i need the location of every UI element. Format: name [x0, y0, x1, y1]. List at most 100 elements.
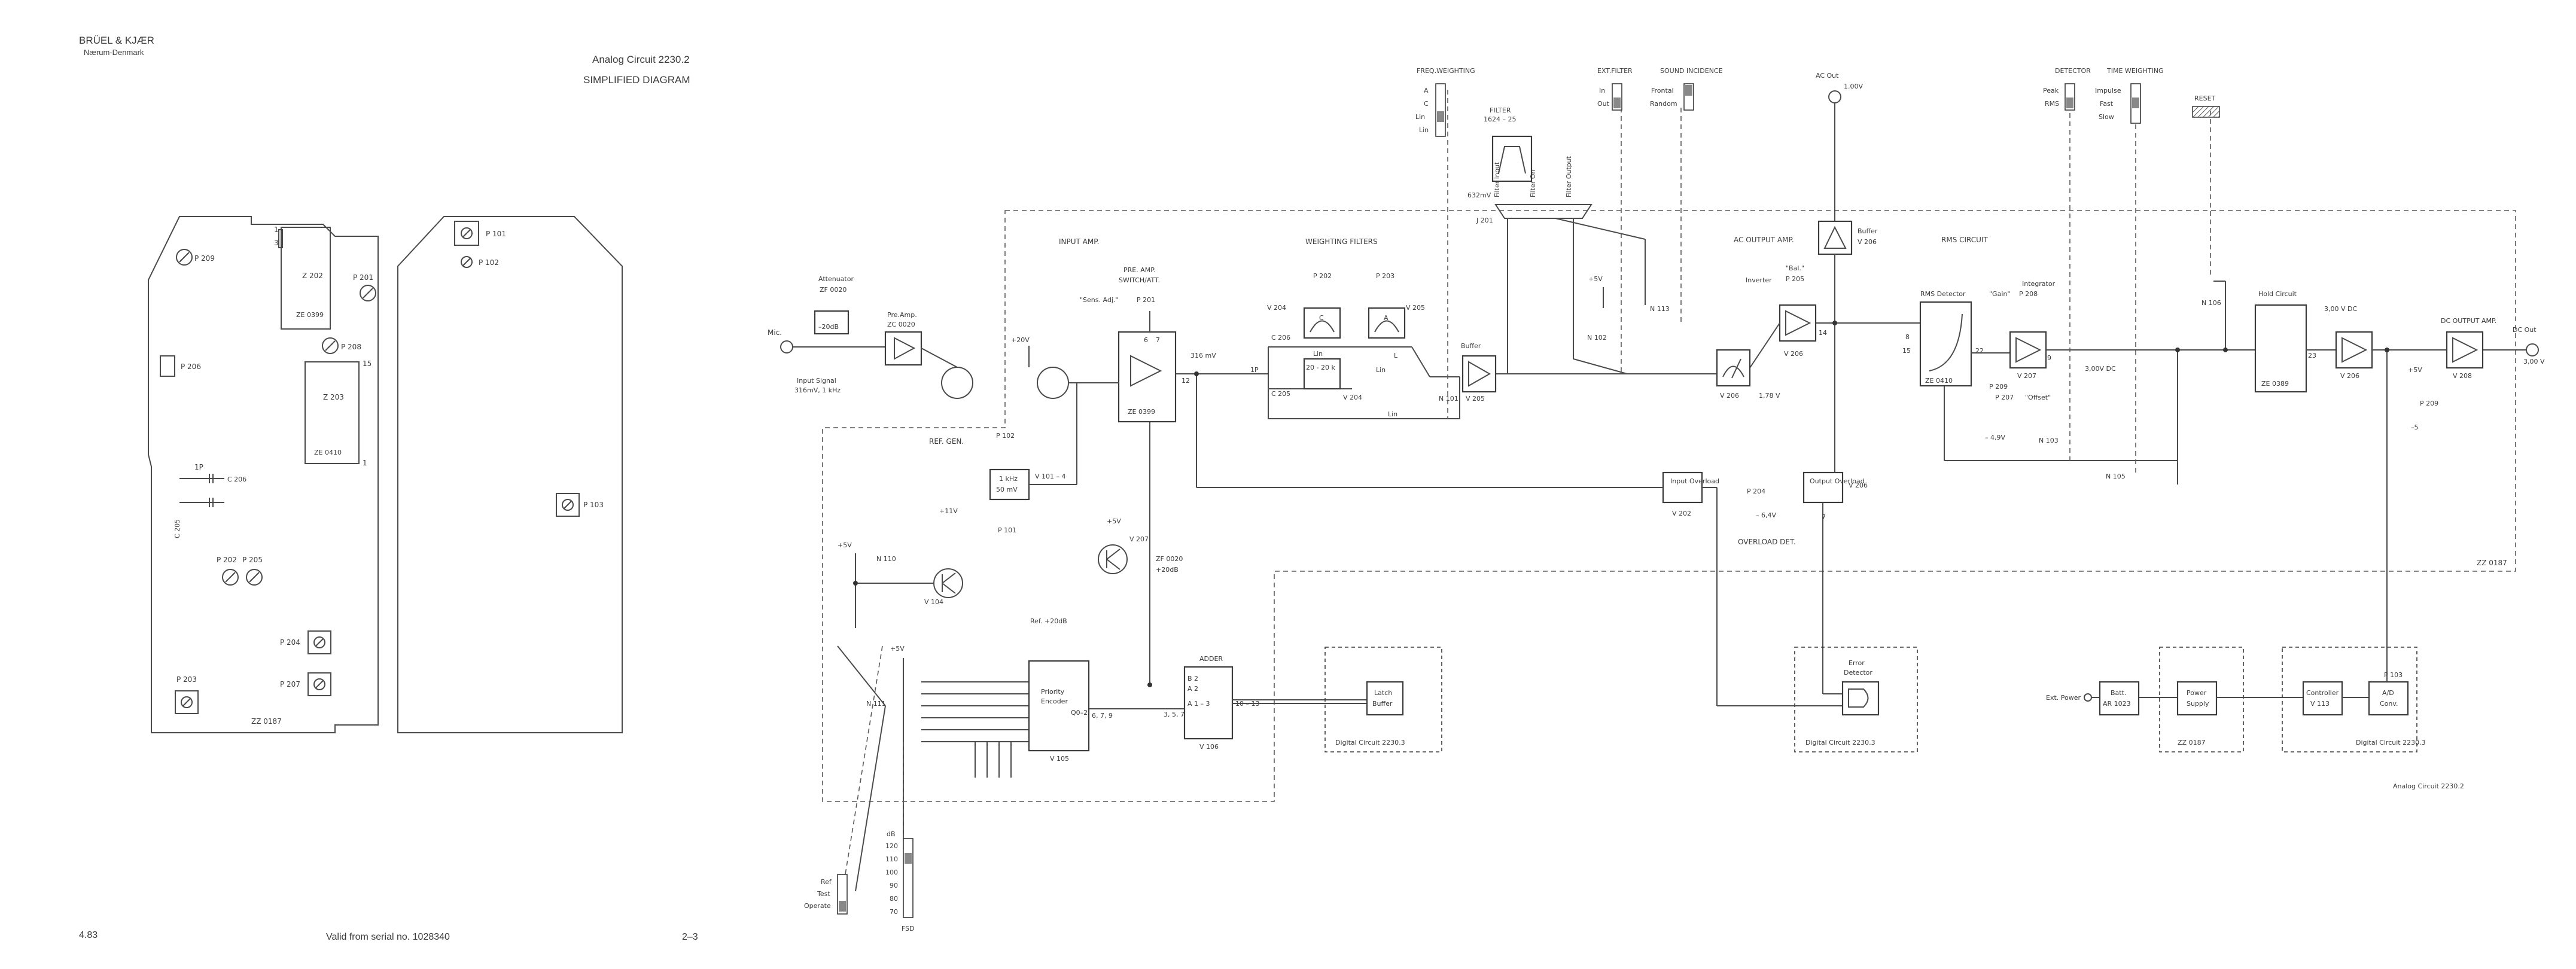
batt-part-label: AR 1023 [2103, 700, 2131, 708]
controller-label: Controller [2306, 689, 2339, 697]
filter-1624-block [1491, 135, 1533, 182]
range-level-120: 120 [885, 842, 898, 850]
ze0399-label: ZE 0399 [296, 311, 324, 319]
c206-sch-label: C 206 [1271, 334, 1290, 342]
sound-incidence-opt-random: Random [1650, 100, 1677, 108]
range-level-110: 110 [885, 855, 898, 863]
pin3-label: 3 [274, 239, 279, 247]
filter-lin-block [1303, 358, 1341, 390]
error-detector-label2: Detector [1844, 669, 1872, 677]
n111-label: N 111 [866, 700, 886, 708]
n101-label: N 101 [1439, 395, 1458, 403]
preamp-label: Pre.Amp. [887, 311, 917, 319]
error-detector-block [1841, 681, 1880, 716]
v207b-label: V 207 [1129, 535, 1149, 543]
p208-label: P 208 [341, 343, 361, 351]
ext-filter-knob[interactable] [1613, 97, 1621, 108]
range-level-90: 90 [890, 882, 898, 889]
sound-incidence-knob[interactable] [1685, 85, 1692, 96]
power-supply-label: Power [2187, 689, 2207, 697]
reset-button-face[interactable] [2192, 106, 2220, 118]
v206a-label: V 206 [1858, 238, 1877, 246]
z203-block [305, 361, 360, 464]
detector-switch[interactable]: DETECTOR Peak RMS [2043, 67, 2091, 111]
filter-range-label: 1624 – 25 [1484, 115, 1516, 123]
v202-label: V 202 [1672, 510, 1691, 517]
p203-sch-label: P 203 [1376, 272, 1394, 280]
reset-button[interactable]: RESET [2192, 95, 2220, 118]
freq-weighting-opt-c: C [1424, 100, 1429, 108]
section-ac-output-amp: AC OUTPUT AMP. [1734, 236, 1794, 244]
p205-label: P 205 [242, 556, 263, 564]
p207-sch-label: P 207 [1995, 394, 2014, 401]
controller-part-label: V 113 [2310, 700, 2330, 708]
attenuator-value: –20dB [818, 323, 839, 331]
digital-circuit-b-label: Digital Circuit 2230.3 [1805, 739, 1875, 746]
inverter-label: Inverter [1746, 276, 1772, 284]
n103-label: N 103 [2039, 437, 2059, 444]
range-level-70: 70 [890, 908, 898, 916]
c205-label: C 205 [173, 519, 181, 538]
ext-power-label: Ext. Power [2046, 694, 2081, 702]
pin15-sch-label: 15 [1902, 347, 1911, 355]
z202-block [281, 227, 331, 330]
p101-sch-label: P 101 [998, 526, 1016, 534]
hold-circuit-block [2254, 304, 2307, 393]
pin6-label: 6 [1144, 336, 1148, 344]
hold-circuit-label: Hold Circuit [2258, 290, 2297, 298]
preamp-block [884, 331, 922, 366]
freq-weighting-knob[interactable] [1437, 111, 1444, 122]
sound-incidence-title: SOUND INCIDENCE [1660, 67, 1723, 75]
freq-weighting-opt-a: A [1424, 87, 1429, 95]
footer-date: 4.83 [79, 930, 98, 940]
sound-incidence-switch[interactable]: SOUND INCIDENCE Frontal Random [1650, 67, 1723, 111]
freq-weighting-slider[interactable] [1435, 83, 1446, 137]
ref-test-switch[interactable]: Ref Test Operate [804, 874, 848, 915]
p203-label: P 203 [176, 675, 197, 684]
freq-weighting-switch[interactable]: FREQ.WEIGHTING A C Lin Lin [1415, 67, 1475, 137]
ze0389-label: ZE 0389 [2261, 380, 2289, 388]
input-overload-label: Input Overload [1670, 477, 1719, 485]
z203-label: Z 203 [323, 393, 344, 401]
time-weighting-switch[interactable]: TIME WEIGHTING Impulse Fast Slow [2095, 67, 2163, 124]
detector-knob[interactable] [2066, 97, 2073, 108]
p208-sch-label: P 208 [2019, 290, 2038, 298]
ac-out-jack-icon [1828, 90, 1841, 103]
ac-out-label: AC Out [1816, 72, 1839, 80]
ze0399-sch-label: ZE 0399 [1128, 408, 1155, 416]
battery-block [2099, 681, 2140, 716]
add-a-label: B 2 [1187, 675, 1198, 682]
ext-filter-switch[interactable]: EXT.FILTER In Out [1597, 67, 1633, 111]
time-weighting-knob[interactable] [2132, 97, 2139, 108]
range-slider[interactable] [903, 838, 914, 918]
v20-label: +20V [1011, 336, 1030, 344]
n102-label: N 102 [1587, 334, 1607, 342]
input-overload-block [1662, 471, 1703, 504]
lin2-label: Lin [1376, 366, 1386, 374]
c-label: C [1319, 314, 1324, 322]
v204b-label: V 204 [1343, 394, 1362, 401]
digital-circuit-a-label: Digital Circuit 2230.3 [1335, 739, 1405, 746]
time-weighting-title: TIME WEIGHTING [2106, 67, 2163, 75]
section-ref-gen: REF. GEN. [929, 437, 964, 446]
m5-label: –5 [2411, 423, 2419, 431]
ad-conv-label: A/D [2382, 689, 2394, 697]
ref-test-knob[interactable] [839, 901, 846, 912]
pin7-label: 7 [1156, 336, 1160, 344]
v106-label: V 106 [1199, 743, 1219, 751]
c206-label: C 206 [227, 476, 246, 483]
preamp-switch-label2: SWITCH/ATT. [1119, 276, 1160, 284]
c205-sch-label: C 205 [1271, 390, 1290, 398]
range-knob[interactable] [905, 853, 912, 864]
pin22-label: 22 [1975, 347, 1984, 355]
footer-validity: Valid from serial no. 1028340 [326, 932, 450, 942]
pcb-layout-right: P 101 P 102 P 103 [397, 216, 623, 733]
ref-test-opt-ref: Ref [821, 878, 832, 886]
trimmer-p207-icon [313, 678, 325, 690]
range-switch[interactable]: dB 120 110 100 90 80 70 FSD [885, 830, 915, 933]
schematic-main: ZZ 0187 INPUT AMP. WEIGHTING FILTERS AC … [768, 72, 2545, 892]
zf0020-v-label: +20dB [1156, 566, 1179, 574]
latch-buffer-label: Latch [1374, 689, 1392, 697]
300vdc-label: 3,00V DC [2085, 365, 2116, 373]
attenuator-label: Attenuator [818, 275, 854, 283]
